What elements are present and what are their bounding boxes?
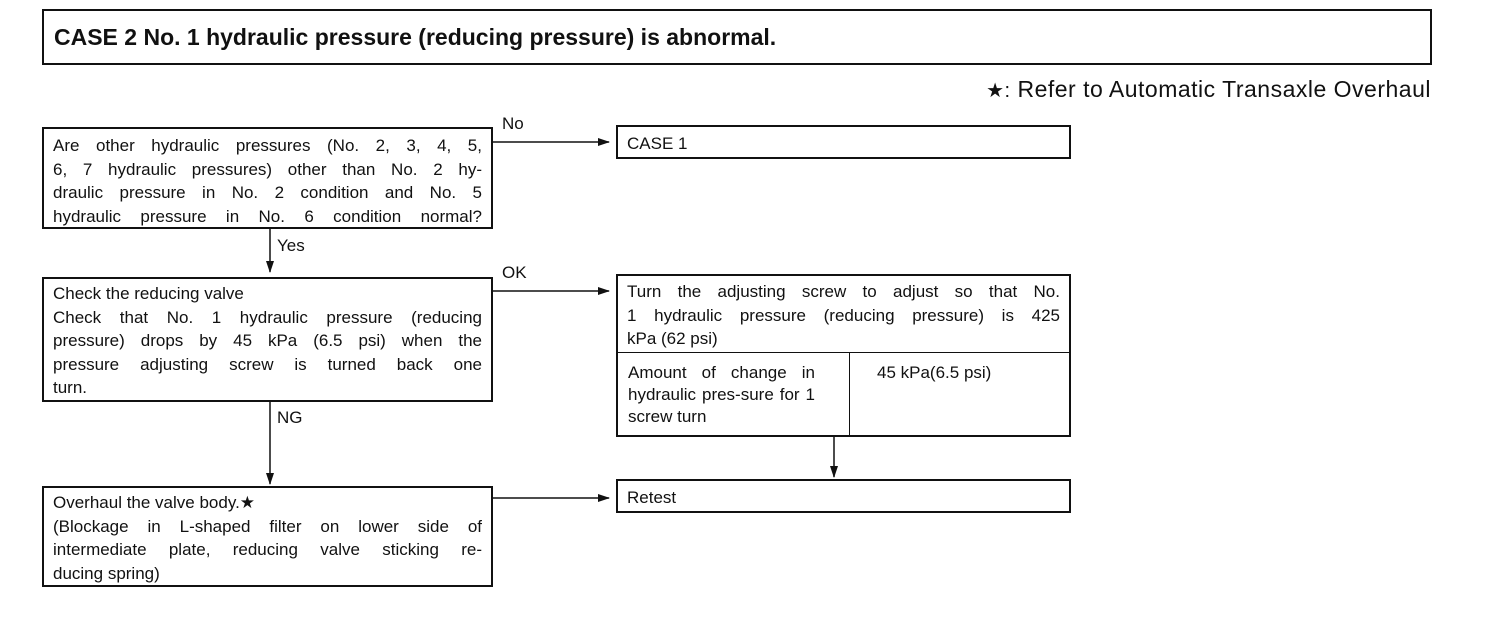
check-line-3: pressure) drops by 45 kPa (6.5 psi) when… xyxy=(53,331,482,350)
q1-line-1: Are other hydraulic pressures (No. 2, 3,… xyxy=(53,136,482,155)
adjust-line-2: 1 hydraulic pressure (reducing pressure)… xyxy=(627,305,1060,325)
screw-turn-table: Amount of change in hydraulic pres-sure … xyxy=(616,352,1071,437)
screw-turn-label: Amount of change in hydraulic pres-sure … xyxy=(618,353,850,435)
label-ok: OK xyxy=(502,263,527,282)
check-line-1: Check the reducing valve xyxy=(53,284,244,303)
question-other-pressures-box: Are other hydraulic pressures (No. 2, 3,… xyxy=(42,127,493,229)
star-icon: ★: xyxy=(986,80,1011,102)
overhaul-line-1: Overhaul the valve body.★ xyxy=(53,493,256,512)
adjust-line-1: Turn the adjusting screw to adjust so th… xyxy=(627,282,1060,301)
check-line-2: Check that No. 1 hydraulic pressure (red… xyxy=(53,307,482,327)
overhaul-valve-body-box: Overhaul the valve body.★ (Blockage in L… xyxy=(42,486,493,587)
label-yes: Yes xyxy=(277,236,305,255)
overhaul-line-4: ducing spring) xyxy=(53,563,160,583)
reference-note: ★: Refer to Automatic Transaxle Overhaul xyxy=(986,76,1431,103)
check-line-5: turn. xyxy=(53,378,88,397)
case1-box: CASE 1 xyxy=(616,125,1071,159)
label-ng: NG xyxy=(277,408,303,427)
retest-label: Retest xyxy=(627,488,677,507)
label-no: No xyxy=(502,114,524,133)
page-title: CASE 2 No. 1 hydraulic pressure (reducin… xyxy=(54,24,777,50)
check-reducing-valve-box: Check the reducing valve Check that No. … xyxy=(42,277,493,402)
q1-line-2: 6, 7 hydraulic pressures) other than No.… xyxy=(53,159,482,179)
reference-note-text: Refer to Automatic Transaxle Overhaul xyxy=(1017,76,1431,102)
check-line-4: pressure adjusting screw is turned back … xyxy=(53,354,482,374)
retest-box: Retest xyxy=(616,479,1071,513)
case1-label: CASE 1 xyxy=(627,134,688,153)
overhaul-line-3: intermediate plate, reducing valve stick… xyxy=(53,540,482,559)
overhaul-line-2: (Blockage in L-shaped filter on lower si… xyxy=(53,516,482,536)
adjust-screw-box: Turn the adjusting screw to adjust so th… xyxy=(616,274,1071,353)
screw-turn-value: 45 kPa(6.5 psi) xyxy=(877,363,992,382)
adjust-line-3: kPa (62 psi) xyxy=(627,329,718,348)
title-box: CASE 2 No. 1 hydraulic pressure (reducin… xyxy=(42,9,1432,65)
q1-line-4: hydraulic pressure in No. 6 condition no… xyxy=(53,206,482,226)
q1-line-3: draulic pressure in No. 2 condition and … xyxy=(53,183,482,202)
